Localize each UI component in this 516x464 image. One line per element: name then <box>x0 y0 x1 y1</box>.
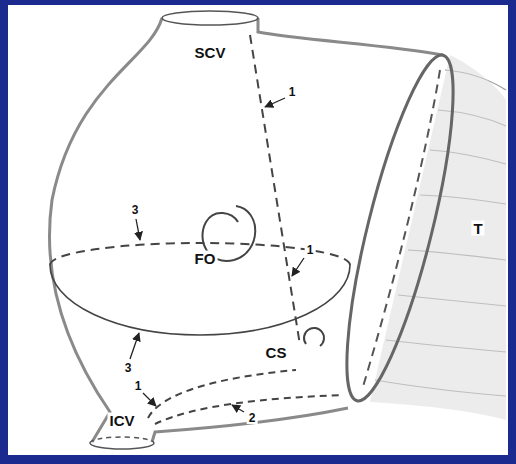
leader-arrows <box>130 98 304 412</box>
callout-number: 1 <box>287 86 298 98</box>
coronary-sinus <box>304 328 324 346</box>
line-2 <box>155 395 342 424</box>
line-1 <box>250 35 300 345</box>
ring-back-edge <box>362 70 440 390</box>
structure-label: T <box>471 221 484 236</box>
atrium-wall <box>50 18 443 442</box>
callout-number: 1 <box>133 380 144 392</box>
callout-number: 1 <box>305 244 316 256</box>
structure-label: CS <box>264 345 289 360</box>
line-3-back <box>50 243 350 265</box>
callout-number: 3 <box>130 204 141 216</box>
vein-rims <box>90 11 258 449</box>
white-panel <box>8 5 508 455</box>
structure-label: FO <box>193 251 218 266</box>
tricuspid-ring <box>326 48 474 409</box>
callout-number: 2 <box>247 412 258 424</box>
line-1-lower <box>148 370 296 418</box>
line-3-front <box>50 265 350 335</box>
valve-leaflet <box>370 55 506 420</box>
callout-number: 3 <box>123 362 134 374</box>
structure-label: SCV <box>193 45 228 60</box>
structure-label: ICV <box>107 413 136 428</box>
